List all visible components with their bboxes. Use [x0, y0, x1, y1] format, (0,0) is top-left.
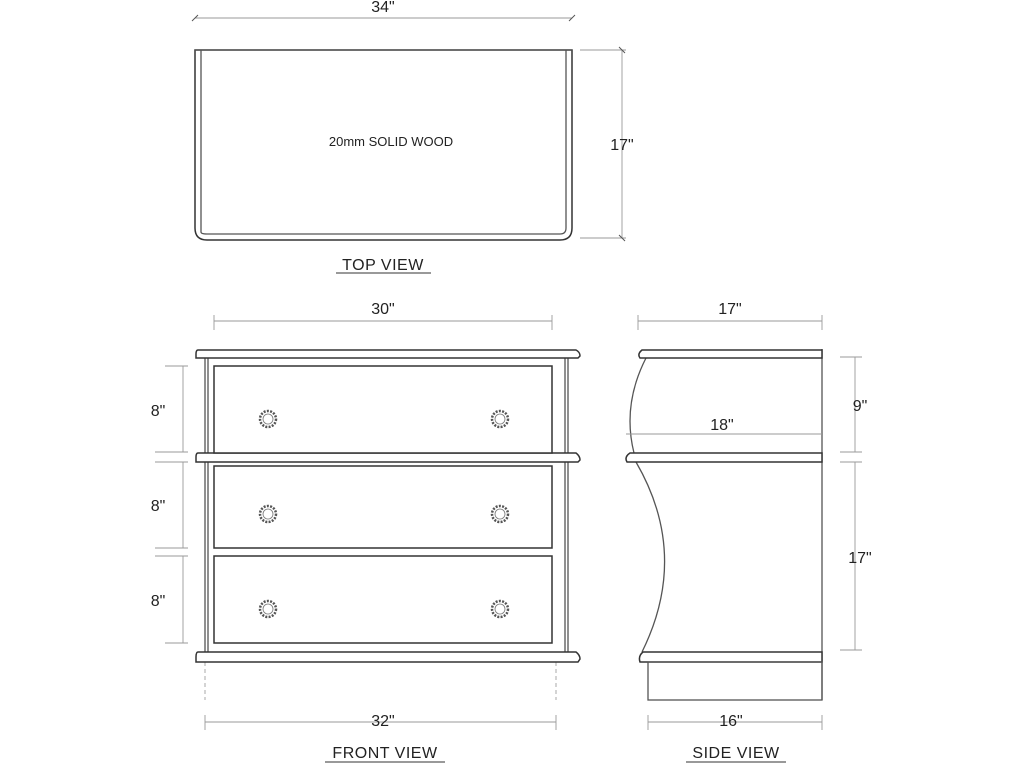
- top-cap: [195, 349, 581, 359]
- front-view-title: FRONT VIEW: [332, 745, 438, 762]
- material-note: 20mm SOLID WOOD: [329, 134, 453, 149]
- drawer-2-height-label: 8": [151, 498, 166, 515]
- ring-pull-icon: [258, 504, 278, 524]
- front-bottom-width-label: 32": [371, 713, 394, 730]
- ring-pull-icon: [258, 599, 278, 619]
- side-upper-height-label: 9": [853, 398, 868, 415]
- base-cap: [195, 651, 581, 663]
- drawer-height-dimensions: 8" 8" 8": [151, 365, 188, 644]
- ring-pull-icon: [258, 409, 278, 429]
- side-view: 17" 18" 9" 17" 16" SIDE VIEW: [625, 301, 872, 763]
- top-width-label: 34": [371, 0, 394, 16]
- side-base: [638, 651, 823, 663]
- top-view-title: TOP VIEW: [342, 257, 424, 274]
- side-lower-height-label: 17": [848, 550, 871, 567]
- ring-pull-icon: [490, 409, 510, 429]
- drawer-1-height-label: 8": [151, 403, 166, 420]
- front-top-width-label: 30": [371, 301, 394, 318]
- drawer-3-height-label: 8": [151, 593, 166, 610]
- side-plinth: [647, 661, 823, 701]
- ring-pull-icon: [490, 504, 510, 524]
- drawer-3[interactable]: [213, 555, 553, 644]
- side-top-depth-label: 17": [718, 301, 741, 318]
- side-top-slab: [638, 349, 823, 359]
- side-shelf: [625, 452, 823, 463]
- top-view: 34" 20mm SOLID WOOD 17" TOP VIEW: [191, 0, 634, 274]
- ring-pull-icon: [490, 599, 510, 619]
- tabletop-outline: [194, 49, 573, 241]
- drawer-1[interactable]: [213, 365, 553, 454]
- top-depth-label: 17": [610, 137, 633, 154]
- side-bottom-depth-label: 16": [719, 713, 742, 730]
- front-view: 30" 8" 8" 8" 32" FRONT VIEW: [151, 301, 581, 763]
- side-mid-depth-label: 18": [710, 417, 733, 434]
- middle-shelf: [195, 452, 581, 463]
- side-view-title: SIDE VIEW: [692, 745, 780, 762]
